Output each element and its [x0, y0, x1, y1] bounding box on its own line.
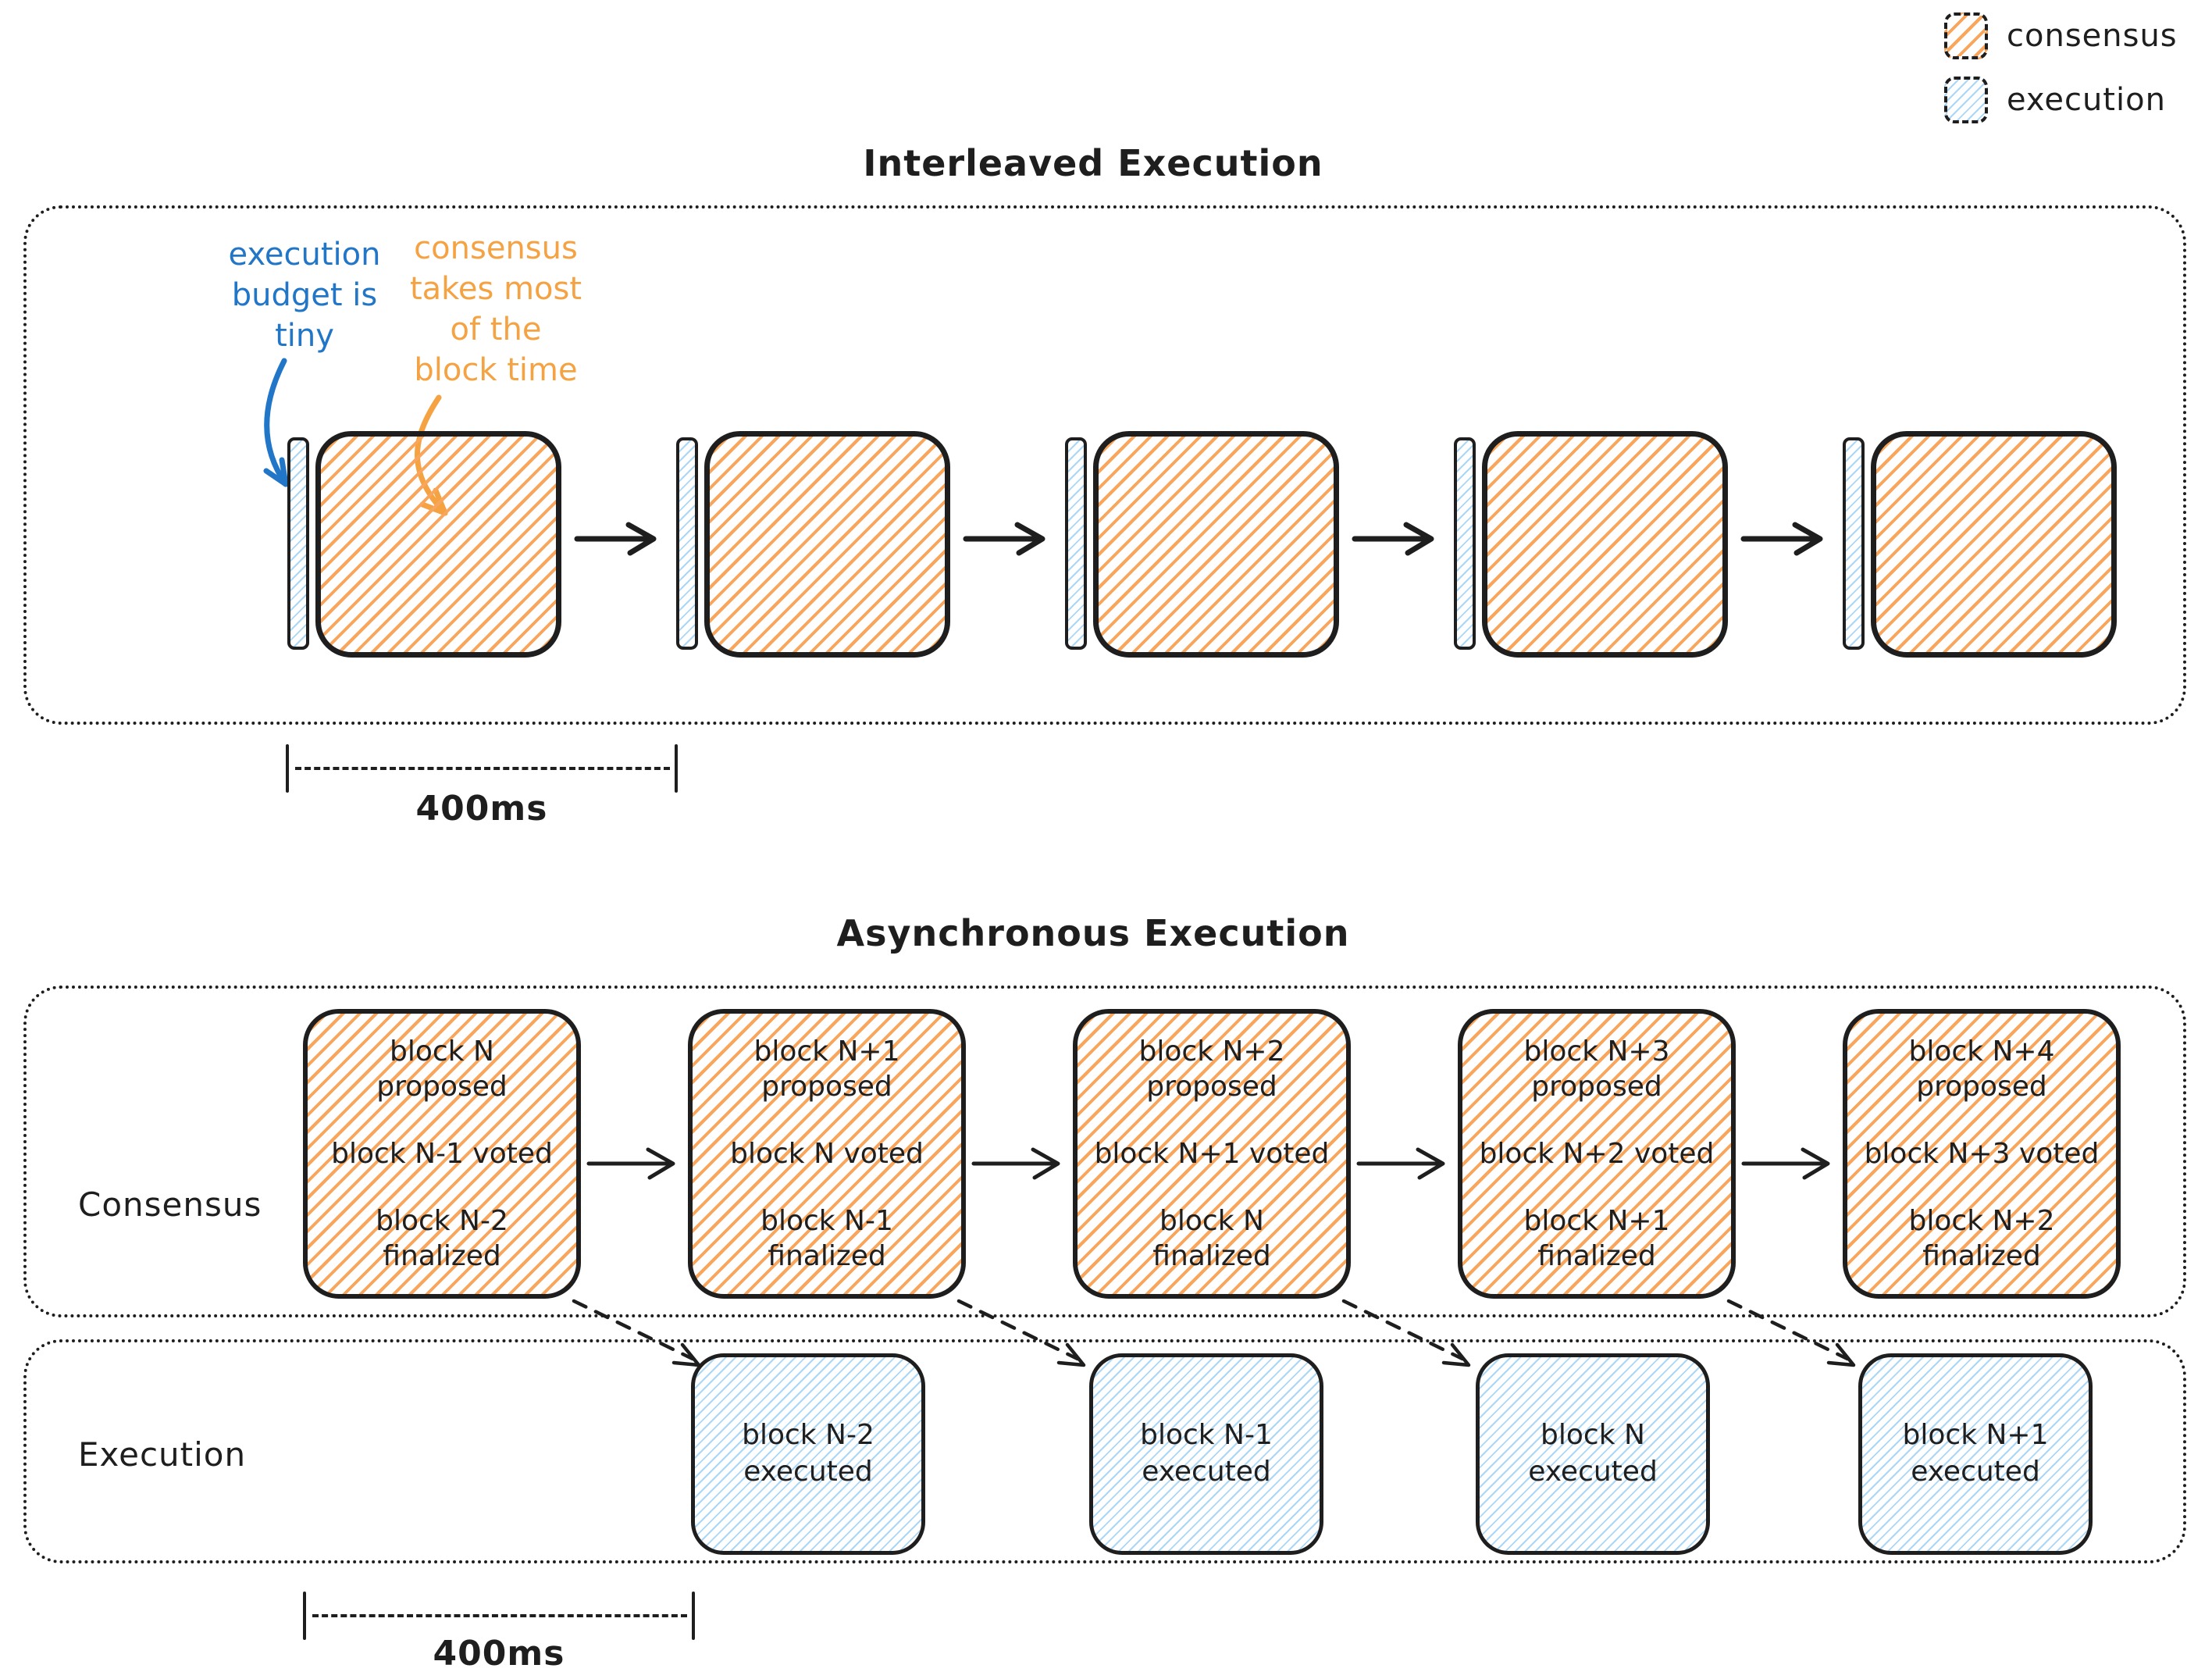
flow-arrow-icon — [1741, 1147, 1830, 1180]
execution-row-label: Execution — [78, 1435, 247, 1474]
annotation-consensus-time: consensus takes most of the block time — [409, 230, 582, 388]
consensus-box-voted: block N+1 voted — [1094, 1138, 1330, 1170]
consensus-row-container — [23, 986, 2186, 1317]
execution-box-label: block N-2 executed — [742, 1419, 874, 1488]
consensus-box-proposed: block N+3 proposed — [1523, 1036, 1670, 1103]
consensus-box-voted: block N voted — [730, 1138, 924, 1170]
interleaved-title: Interleaved Execution — [863, 142, 1323, 184]
interleaved-container — [23, 205, 2186, 725]
measure-line — [312, 1614, 687, 1617]
consensus-box: block N+1 proposed block N voted block N… — [688, 1009, 966, 1299]
legend-execution-label: execution — [2007, 82, 2166, 118]
flow-arrow-icon — [963, 522, 1045, 556]
execution-slice-bar — [1454, 437, 1476, 650]
consensus-box-voted: block N+3 voted — [1864, 1138, 2100, 1170]
dashed-handoff-arrow-icon — [1726, 1299, 1856, 1367]
consensus-box-voted: block N+2 voted — [1479, 1138, 1715, 1170]
legend-item-consensus: consensus — [1944, 12, 2178, 59]
annotation-execution-budget: execution budget is tiny — [228, 237, 381, 354]
flow-arrow-icon — [1740, 522, 1823, 556]
legend-item-execution: execution — [1944, 77, 2166, 123]
measure-tick — [675, 744, 678, 793]
execution-box-label: block N-1 executed — [1140, 1419, 1273, 1488]
consensus-box: block N proposed block N-1 voted block N… — [303, 1009, 581, 1299]
consensus-block — [704, 431, 950, 658]
measure-tick — [692, 1592, 695, 1640]
legend-consensus-label: consensus — [2007, 18, 2178, 54]
consensus-box-finalized: block N finalized — [1152, 1205, 1271, 1272]
asynchronous-title: Asynchronous Execution — [836, 912, 1350, 954]
consensus-block — [1482, 431, 1728, 658]
execution-box-label: block N+1 executed — [1902, 1419, 2049, 1488]
consensus-block — [1871, 431, 2117, 658]
consensus-box: block N+2 proposed block N+1 voted block… — [1073, 1009, 1351, 1299]
consensus-box-finalized: block N+1 finalized — [1523, 1205, 1670, 1272]
annotation-arrow-blue-icon — [263, 358, 289, 487]
execution-slice-bar — [287, 437, 309, 650]
measure-line — [295, 767, 670, 770]
execution-slice-bar — [676, 437, 698, 650]
execution-slice-bar — [1843, 437, 1865, 650]
dashed-handoff-arrow-icon — [956, 1299, 1086, 1367]
consensus-box-finalized: block N+2 finalized — [1908, 1205, 2055, 1272]
execution-row-container — [23, 1339, 2186, 1563]
consensus-box-voted: block N-1 voted — [331, 1138, 553, 1170]
execution-box-label: block N executed — [1528, 1419, 1658, 1488]
consensus-block — [315, 431, 561, 658]
consensus-box: block N+4 proposed block N+3 voted block… — [1843, 1009, 2121, 1299]
flow-arrow-icon — [1352, 522, 1434, 556]
consensus-block — [1093, 431, 1339, 658]
execution-box: block N+1 executed — [1858, 1353, 2093, 1555]
consensus-box-finalized: block N-1 finalized — [760, 1205, 893, 1272]
execution-swatch-icon — [1944, 77, 1988, 123]
measure-tick — [303, 1592, 306, 1640]
dashed-handoff-arrow-icon — [572, 1299, 701, 1367]
execution-box: block N executed — [1476, 1353, 1710, 1555]
dashed-handoff-arrow-icon — [1341, 1299, 1471, 1367]
execution-box: block N-2 executed — [691, 1353, 925, 1555]
consensus-row-label: Consensus — [78, 1185, 262, 1224]
consensus-box-finalized: block N-2 finalized — [376, 1205, 508, 1272]
execution-slice-bar — [1065, 437, 1087, 650]
flow-arrow-icon — [1356, 1147, 1445, 1180]
consensus-swatch-icon — [1944, 12, 1988, 59]
flow-arrow-icon — [971, 1147, 1060, 1180]
consensus-box-proposed: block N+2 proposed — [1138, 1036, 1285, 1103]
execution-box: block N-1 executed — [1089, 1353, 1323, 1555]
consensus-box-proposed: block N+1 proposed — [753, 1036, 900, 1103]
consensus-box: block N+3 proposed block N+2 voted block… — [1458, 1009, 1736, 1299]
flow-arrow-icon — [586, 1147, 675, 1180]
consensus-box-proposed: block N proposed — [376, 1036, 508, 1103]
interleaved-measure-label: 400ms — [415, 789, 548, 829]
flow-arrow-icon — [574, 522, 657, 556]
measure-tick — [286, 744, 289, 793]
consensus-box-proposed: block N+4 proposed — [1908, 1036, 2055, 1103]
asynchronous-measure-label: 400ms — [433, 1634, 565, 1674]
